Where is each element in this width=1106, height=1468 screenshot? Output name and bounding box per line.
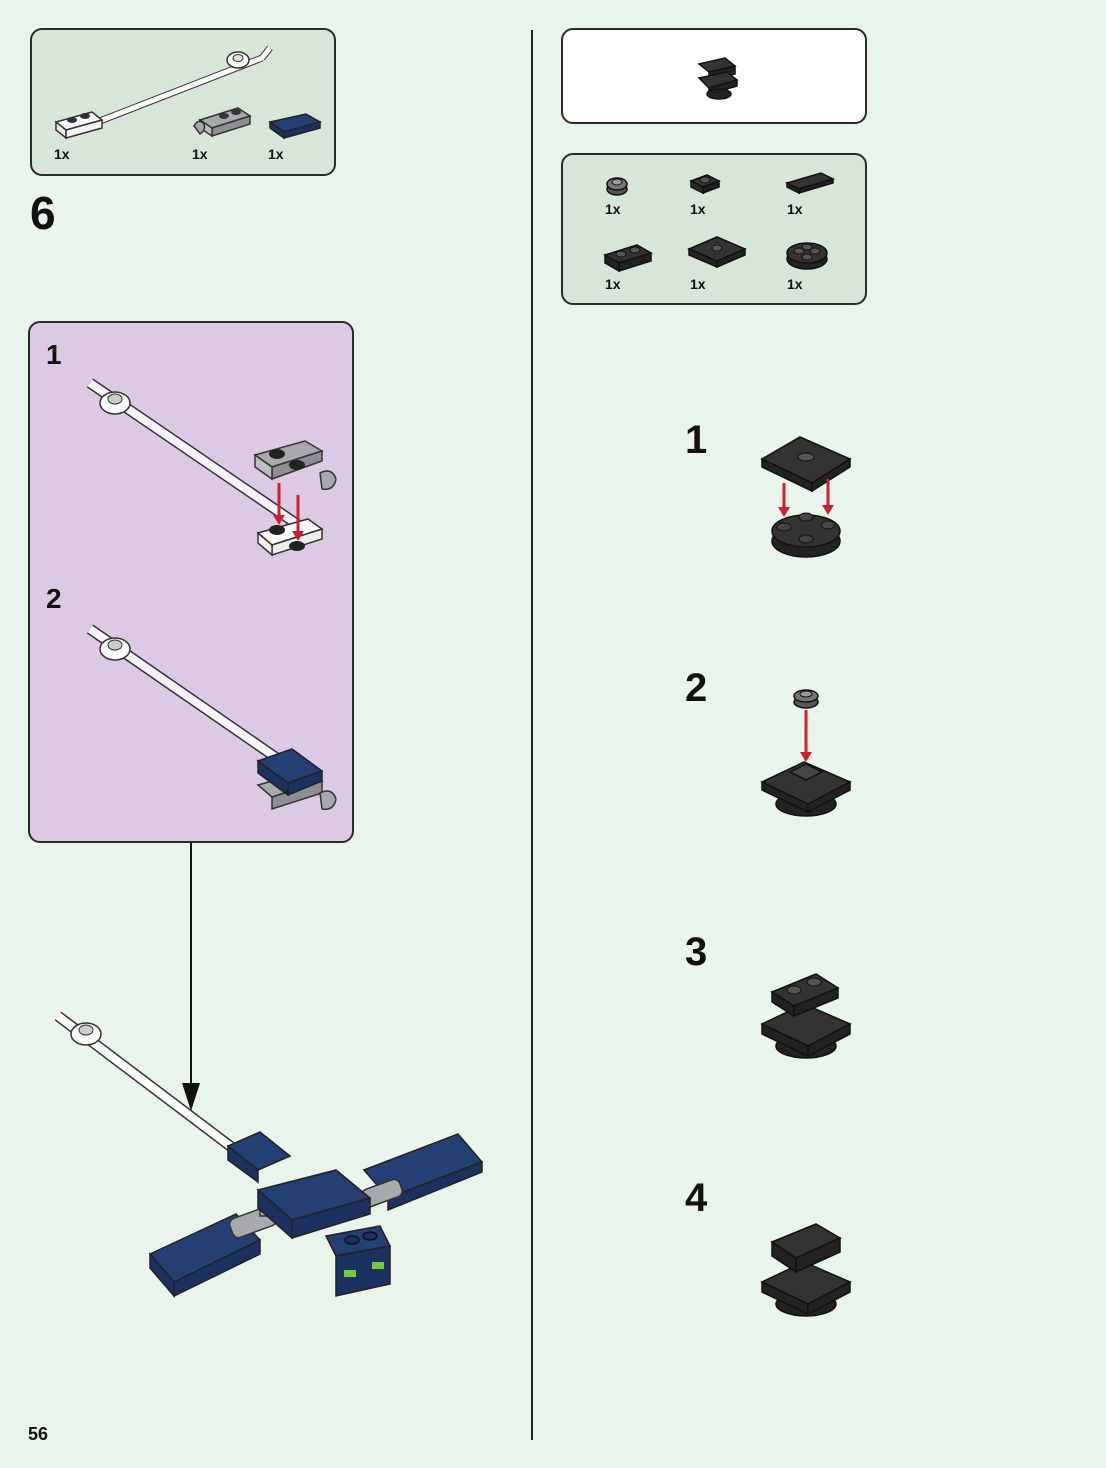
blue-tile-part-icon [268, 113, 322, 140]
page-number: 56 [28, 1424, 49, 1444]
jumper-plate-2x2-part-icon [687, 236, 747, 269]
step-number: 2 [685, 666, 708, 710]
part-quantity: 1x [787, 201, 803, 217]
main-step-number: 6 [30, 187, 56, 239]
part-quantity: 1x [787, 276, 803, 292]
left-parts-panel: 1x 1x 1x [30, 28, 336, 176]
submodel-preview-icon [697, 57, 739, 100]
bar-with-clip-part-icon [54, 45, 273, 140]
assembly-arrow [182, 843, 200, 1111]
part-quantity: 1x [192, 146, 208, 162]
part-quantity: 1x [690, 201, 706, 217]
step-number: 1 [685, 418, 708, 462]
part-quantity: 1x [690, 276, 706, 292]
plate-1x1-part-icon [689, 174, 721, 195]
part-quantity: 1x [54, 146, 70, 162]
tile-1x2-part-icon [784, 172, 836, 195]
round-plate-1x1-part-icon [606, 177, 628, 196]
submodel-preview-panel [561, 28, 867, 124]
plate-1x2-part-icon [603, 244, 653, 273]
substep-2-illustration [86, 624, 337, 811]
substep-number: 2 [46, 583, 62, 614]
part-quantity: 1x [268, 146, 284, 162]
plate-with-clip-part-icon [193, 107, 252, 138]
round-plate-2x2-part-icon [786, 242, 828, 270]
part-quantity: 1x [605, 276, 621, 292]
step-number: 3 [685, 930, 708, 974]
substep-panel: 1 2 [28, 321, 354, 843]
right-step-1-illustration [760, 436, 852, 558]
column-divider [531, 30, 533, 1440]
right-parts-panel: 1x 1x 1x 1x 1x 1x [561, 153, 867, 305]
right-step-4-illustration [760, 1223, 852, 1317]
step-number: 4 [685, 1176, 708, 1220]
part-quantity: 1x [605, 201, 621, 217]
substep-1-illustration [86, 378, 337, 557]
right-step-2-illustration [760, 689, 852, 817]
substep-number: 1 [46, 339, 62, 370]
main-model-illustration [54, 1011, 484, 1299]
right-step-3-illustration [760, 973, 852, 1059]
